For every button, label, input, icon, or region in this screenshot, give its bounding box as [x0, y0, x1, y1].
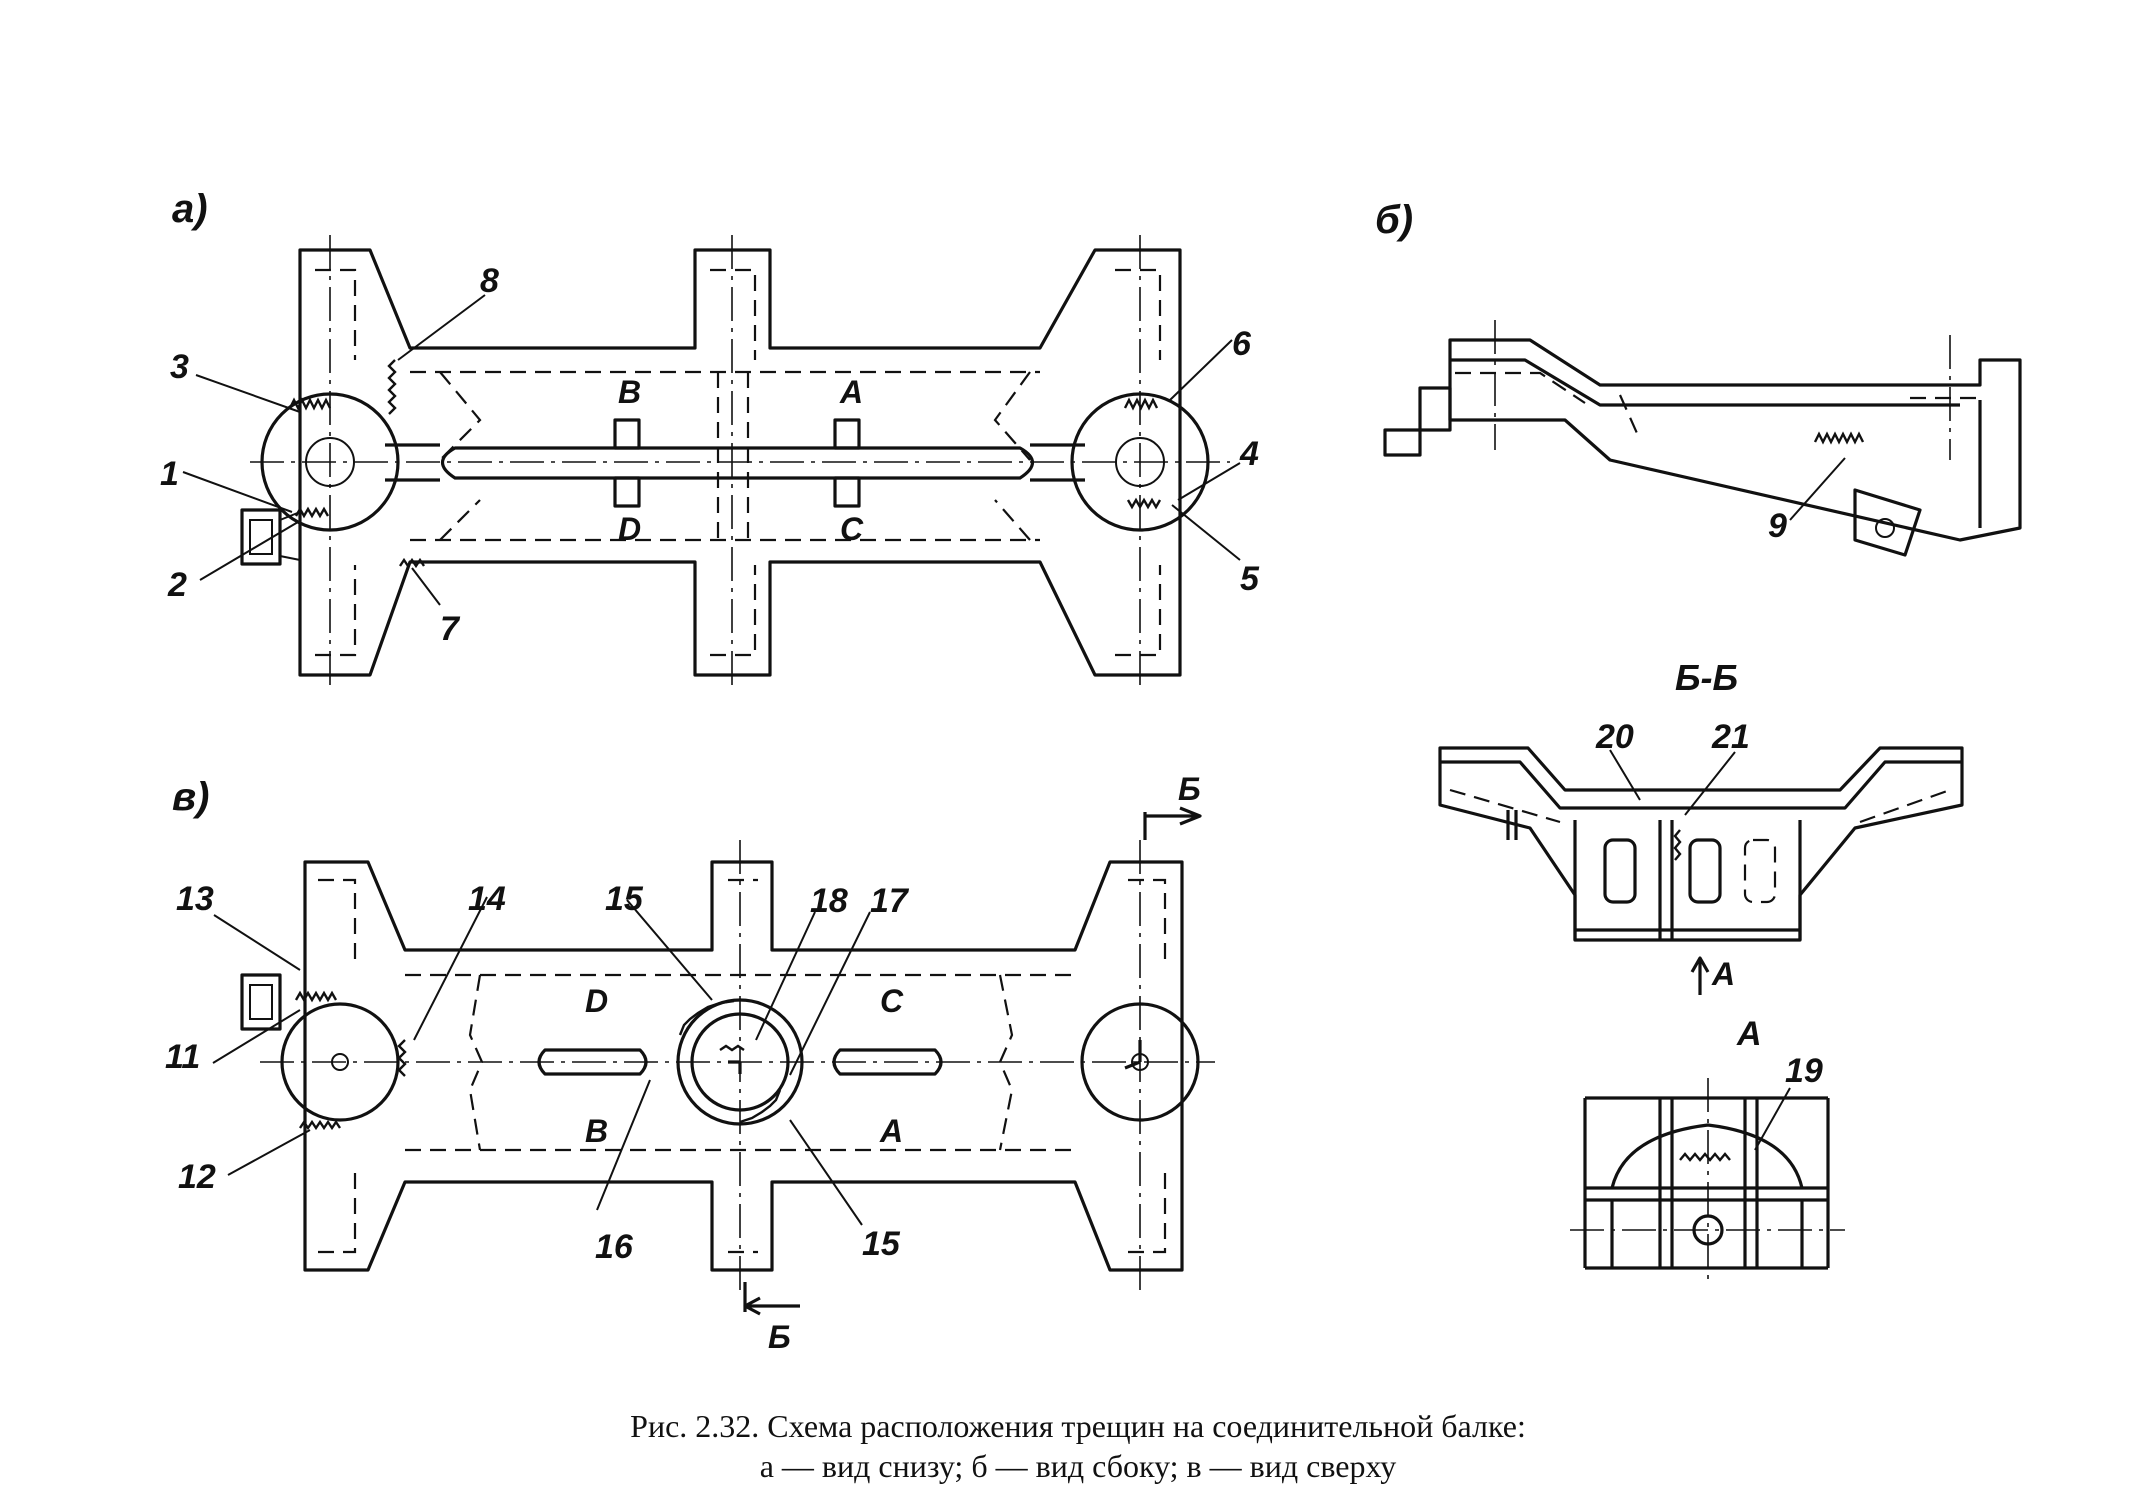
crack-11: 11 — [165, 1038, 200, 1076]
section-mark-top: Б — [1178, 771, 1201, 807]
figure-caption-line1: Рис. 2.32. Схема расположения трещин на … — [630, 1408, 1526, 1444]
area-d-a: D — [618, 511, 641, 547]
area-a-a: A — [839, 374, 863, 410]
beam-outline-a — [298, 248, 1182, 677]
section-mark-bottom: Б — [768, 1319, 791, 1355]
crack-20: 20 — [1595, 718, 1634, 756]
crack-15-top: 15 — [605, 880, 644, 918]
area-b-v: B — [585, 1113, 608, 1149]
view-a-label: а) — [172, 187, 208, 231]
view-v-label: в) — [172, 775, 209, 819]
crack-17: 17 — [870, 882, 910, 920]
crack-8: 8 — [480, 262, 499, 300]
section-bb: Б-Б 20 21 А — [1438, 657, 1964, 995]
section-bb-arrow-label: А — [1711, 956, 1735, 992]
crack-labels-v: 11 12 13 14 15 15 16 17 18 D C B A Б Б — [165, 771, 1201, 1355]
crack-9: 9 — [1768, 507, 1787, 545]
view-v-top: в) — [165, 771, 1215, 1355]
beam-outline-v — [303, 860, 1184, 1272]
crack-12: 12 — [178, 1158, 216, 1196]
view-b-side: б) 9 — [1375, 198, 2022, 557]
crack-21: 21 — [1711, 718, 1750, 756]
area-c-a: C — [840, 511, 864, 547]
crack-18: 18 — [810, 882, 848, 920]
crack-19: 19 — [1785, 1052, 1823, 1090]
crack-6: 6 — [1232, 325, 1252, 363]
figure-caption-line2: а — вид снизу; б — вид сбоку; в — вид св… — [759, 1448, 1397, 1484]
view-a-detail: А 19 — [1570, 1015, 1845, 1285]
crack-1: 1 — [160, 455, 179, 493]
crack-2: 2 — [167, 566, 187, 604]
area-c-v: C — [880, 983, 904, 1019]
crack-5: 5 — [1240, 560, 1260, 598]
area-b-a: B — [618, 374, 641, 410]
section-bb-label: Б-Б — [1675, 657, 1738, 698]
crack-3: 3 — [170, 348, 189, 386]
view-b-label: б) — [1375, 198, 1413, 242]
crack-13: 13 — [176, 880, 214, 918]
crack-14: 14 — [468, 880, 506, 918]
crack-16: 16 — [595, 1228, 634, 1266]
view-a-detail-label: А — [1736, 1015, 1762, 1053]
crack-4: 4 — [1239, 435, 1259, 473]
view-a-bottom: а) — [160, 187, 1260, 690]
crack-7: 7 — [440, 610, 461, 648]
area-d-v: D — [585, 983, 608, 1019]
area-a-v: A — [879, 1113, 903, 1149]
crack-15-bottom: 15 — [862, 1225, 901, 1263]
crack-labels-a: 1 2 3 4 5 6 7 8 A B C D — [160, 262, 1260, 648]
